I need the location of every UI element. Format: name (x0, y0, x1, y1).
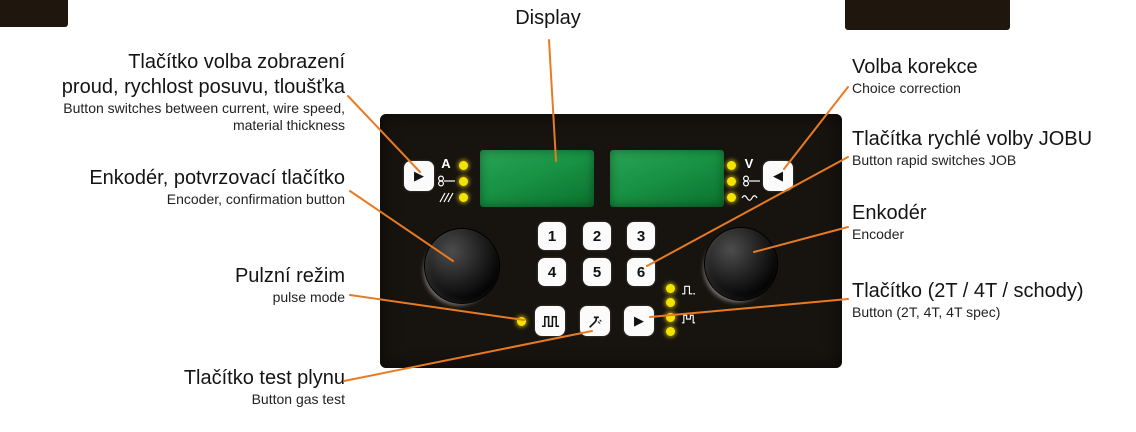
corner-logo-left (0, 0, 68, 27)
callout-encoder-confirm-cz: Enkodér, potvrzovací tlačítko (89, 167, 345, 189)
callout-trigger-mode: Tlačítko (2T / 4T / schody) Button (2T, … (852, 279, 1084, 321)
callout-correction-cz: Volba korekce (852, 56, 978, 78)
callout-trigger-mode-en: Button (2T, 4T, 4T spec) (852, 304, 1001, 320)
wire-speed-icon (437, 175, 455, 187)
callout-switch-display-cz2: proud, rychlost posuvu, tloušťka (61, 76, 345, 98)
amps-led (459, 161, 468, 170)
callout-switch-display: Tlačítko volba zobrazení proud, rychlost… (62, 50, 345, 134)
trigger-4t-icon (681, 314, 696, 324)
job-key-1[interactable]: 1 (538, 222, 566, 250)
callout-correction-en: Choice correction (852, 80, 961, 96)
correction-wave-icon (741, 195, 758, 201)
trigger-4t-led-a (666, 313, 675, 322)
callout-trigger-mode-cz: Tlačítko (2T / 4T / schody) (852, 280, 1084, 302)
callout-job-select-en: Button rapid switches JOB (852, 152, 1017, 168)
trigger-triangle-icon: ▶ (634, 313, 644, 329)
gas-torch-icon (588, 316, 602, 328)
job-key-4[interactable]: 4 (538, 258, 566, 286)
callout-switch-display-en2: material thickness (232, 117, 345, 133)
volts-unit-label: V (744, 156, 754, 171)
callout-correction: Volba korekce Choice correction (852, 55, 978, 97)
amps-unit-label: A (441, 156, 451, 171)
left-triangle-icon: ◀ (773, 168, 783, 184)
callout-display: Display (506, 6, 590, 31)
corner-logo-right (845, 0, 1010, 30)
display-right (610, 150, 724, 207)
callout-switch-display-cz1: Tlačítko volba zobrazení (128, 51, 345, 73)
trigger-4t-led-b (666, 327, 675, 336)
callout-job-select: Tlačítka rychlé volby JOBU Button rapid … (852, 127, 1092, 169)
callout-encoder-right-en: Encoder (852, 226, 905, 242)
pulse-wave-icon (541, 315, 559, 327)
material-thickness-icon (439, 192, 454, 203)
callout-gas-test-cz: Tlačítko test plynu (183, 367, 345, 389)
pulse-mode-button[interactable] (535, 306, 565, 336)
display-left (480, 150, 594, 207)
callout-job-select-cz: Tlačítka rychlé volby JOBU (852, 128, 1093, 150)
callout-pulse-mode-cz: Pulzní režim (234, 265, 345, 287)
wire-speed-led (459, 177, 468, 186)
trigger-2t-icon (681, 285, 696, 295)
correction-select-button[interactable]: ◀ (763, 161, 793, 191)
trigger-2t-led-b (666, 298, 675, 307)
correction-led (727, 193, 736, 202)
callout-pulse-mode: Pulzní režim pulse mode (235, 264, 345, 306)
trigger-mode-button[interactable]: ▶ (624, 306, 654, 336)
callout-display-title: Display (515, 7, 581, 29)
gas-test-button[interactable] (580, 306, 610, 336)
job-key-5[interactable]: 5 (583, 258, 611, 286)
pulse-mode-led (517, 317, 526, 326)
callout-switch-display-en1: Button switches between current, wire sp… (63, 100, 345, 116)
job-key-3[interactable]: 3 (627, 222, 655, 250)
material-thickness-led (459, 193, 468, 202)
encoder-knob-left[interactable] (425, 229, 499, 303)
job-key-6[interactable]: 6 (627, 258, 655, 286)
control-panel: ▶ A V ◀ 1 2 3 4 5 6 (380, 114, 842, 368)
callout-encoder-right: Enkodér Encoder (852, 201, 927, 243)
encoder-knob-right[interactable] (705, 228, 777, 300)
trigger-2t-led-a (666, 284, 675, 293)
callout-gas-test-en: Button gas test (251, 391, 345, 407)
wire-speed-right-icon (742, 175, 760, 187)
display-select-button[interactable]: ▶ (404, 161, 434, 191)
wire-speed-right-led (727, 177, 736, 186)
callout-encoder-confirm-en: Encoder, confirmation button (166, 191, 345, 207)
callout-gas-test: Tlačítko test plynu Button gas test (184, 366, 345, 408)
volts-led (727, 161, 736, 170)
callout-pulse-mode-en: pulse mode (272, 289, 345, 305)
callout-encoder-confirm: Enkodér, potvrzovací tlačítko Encoder, c… (89, 166, 345, 208)
callout-encoder-right-cz: Enkodér (852, 202, 927, 224)
job-key-2[interactable]: 2 (583, 222, 611, 250)
right-triangle-icon: ▶ (414, 168, 424, 184)
